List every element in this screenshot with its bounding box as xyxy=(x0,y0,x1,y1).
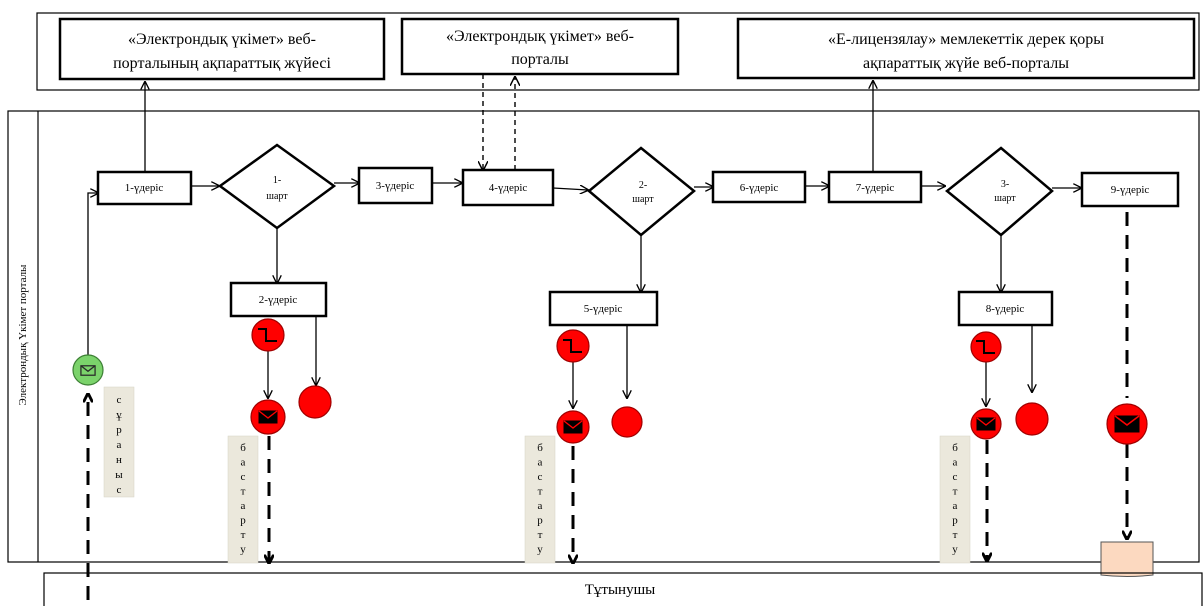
system-egov-portal-line1: «Электрондық үкімет» веб- xyxy=(446,28,634,45)
systems-frame xyxy=(36,12,1200,91)
system-box-egov-portal xyxy=(400,17,680,76)
consumer-lane xyxy=(43,572,1203,606)
condition-3-line1: 3- xyxy=(1001,179,1009,190)
connectors xyxy=(87,81,1081,408)
step-1: 1-үдеріс xyxy=(96,170,193,206)
step-5-label: 5-үдеріс xyxy=(584,303,623,315)
step-3-label: 3-үдеріс xyxy=(376,180,415,192)
step-9: 9-үдеріс xyxy=(1080,171,1180,208)
system-egov-info-line2: порталының ақпараттық жүйесі xyxy=(113,55,331,72)
step-1-label: 1-үдеріс xyxy=(125,182,164,194)
envelope-icon xyxy=(258,410,278,419)
system-egov-portal-line2: порталы xyxy=(511,51,569,68)
system-box-egov-info xyxy=(58,17,386,81)
lane-frame xyxy=(7,110,1200,563)
portal-exchange xyxy=(483,74,515,170)
end-event-2 xyxy=(611,406,643,438)
timer-event-2 xyxy=(556,329,590,363)
envelope-icon xyxy=(1114,415,1140,426)
message-event-3 xyxy=(970,408,1002,440)
step-7: 7-үдеріс xyxy=(827,170,923,204)
end-event-1 xyxy=(298,385,332,419)
step-8: 8-үдеріс xyxy=(957,290,1054,327)
condition-1-line1: 1- xyxy=(273,175,281,186)
condition-2-line1: 2- xyxy=(639,180,647,191)
lane-label: Электрондық Үкімет порталы xyxy=(17,264,29,405)
step-6: 6-үдеріс xyxy=(711,170,807,204)
message-event-1 xyxy=(250,399,286,435)
step-2-label: 2-үдеріс xyxy=(259,294,298,306)
step-7-label: 7-үдеріс xyxy=(856,182,895,194)
step-4-label: 4-үдеріс xyxy=(489,182,528,194)
step-8-label: 8-үдеріс xyxy=(986,303,1025,315)
envelope-icon xyxy=(563,420,583,429)
condition-3: 3- шарт xyxy=(945,146,1054,237)
condition-1: 1- шарт xyxy=(217,143,337,230)
timer-icon xyxy=(976,340,995,354)
system-box-elicense xyxy=(736,17,1196,80)
system-elicense-line1: «Е-лицензялау» мемлекеттік дерек қоры xyxy=(828,31,1104,48)
condition-1-line2: шарт xyxy=(266,191,288,202)
timer-icon xyxy=(563,339,582,353)
timer-icon xyxy=(258,328,277,342)
document-icon xyxy=(1100,541,1154,577)
step-6-label: 6-үдеріс xyxy=(740,182,779,194)
message-event-4 xyxy=(1106,403,1148,445)
system-elicense-line2: ақпараттық жүйе веб-порталы xyxy=(863,55,1069,72)
start-message-event xyxy=(72,354,104,386)
system-egov-info-line1: «Электрондық үкімет» веб- xyxy=(128,31,316,48)
condition-3-line2: шарт xyxy=(994,193,1016,204)
step-2: 2-үдеріс xyxy=(229,281,328,318)
step-3: 3-үдеріс xyxy=(357,166,434,205)
step-9-label: 9-үдеріс xyxy=(1111,184,1150,196)
condition-2-line2: шарт xyxy=(632,194,654,205)
step-4: 4-үдеріс xyxy=(461,168,555,207)
step-5: 5-үдеріс xyxy=(548,290,659,327)
envelope-icon xyxy=(976,417,996,426)
timer-event-3 xyxy=(970,331,1002,363)
end-event-3 xyxy=(1015,402,1049,436)
consumer-label: Тұтынушы xyxy=(585,582,655,598)
condition-2: 2- шарт xyxy=(587,146,696,237)
timer-event-1 xyxy=(251,318,285,352)
consumer-flows xyxy=(88,212,1127,600)
message-event-2 xyxy=(556,410,590,444)
